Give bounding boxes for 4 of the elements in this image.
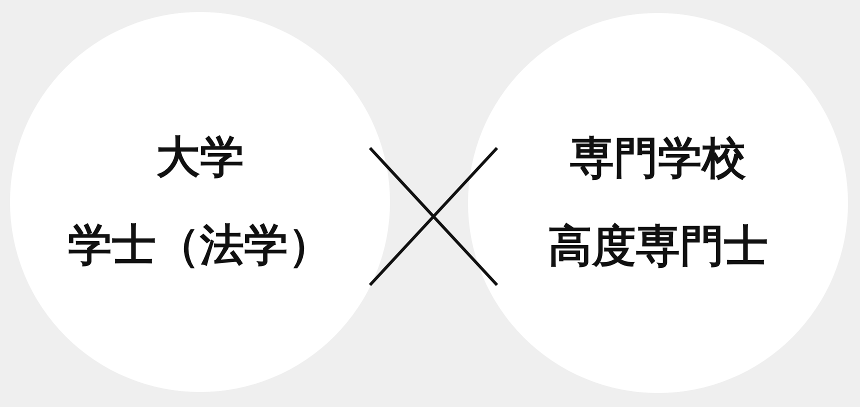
circle-text: 専門学校 — [570, 132, 746, 186]
circle-text: 高度専門士 — [548, 220, 768, 274]
circle-text: 大学 — [156, 131, 244, 185]
circle-text: 学士（法学） — [68, 219, 332, 273]
